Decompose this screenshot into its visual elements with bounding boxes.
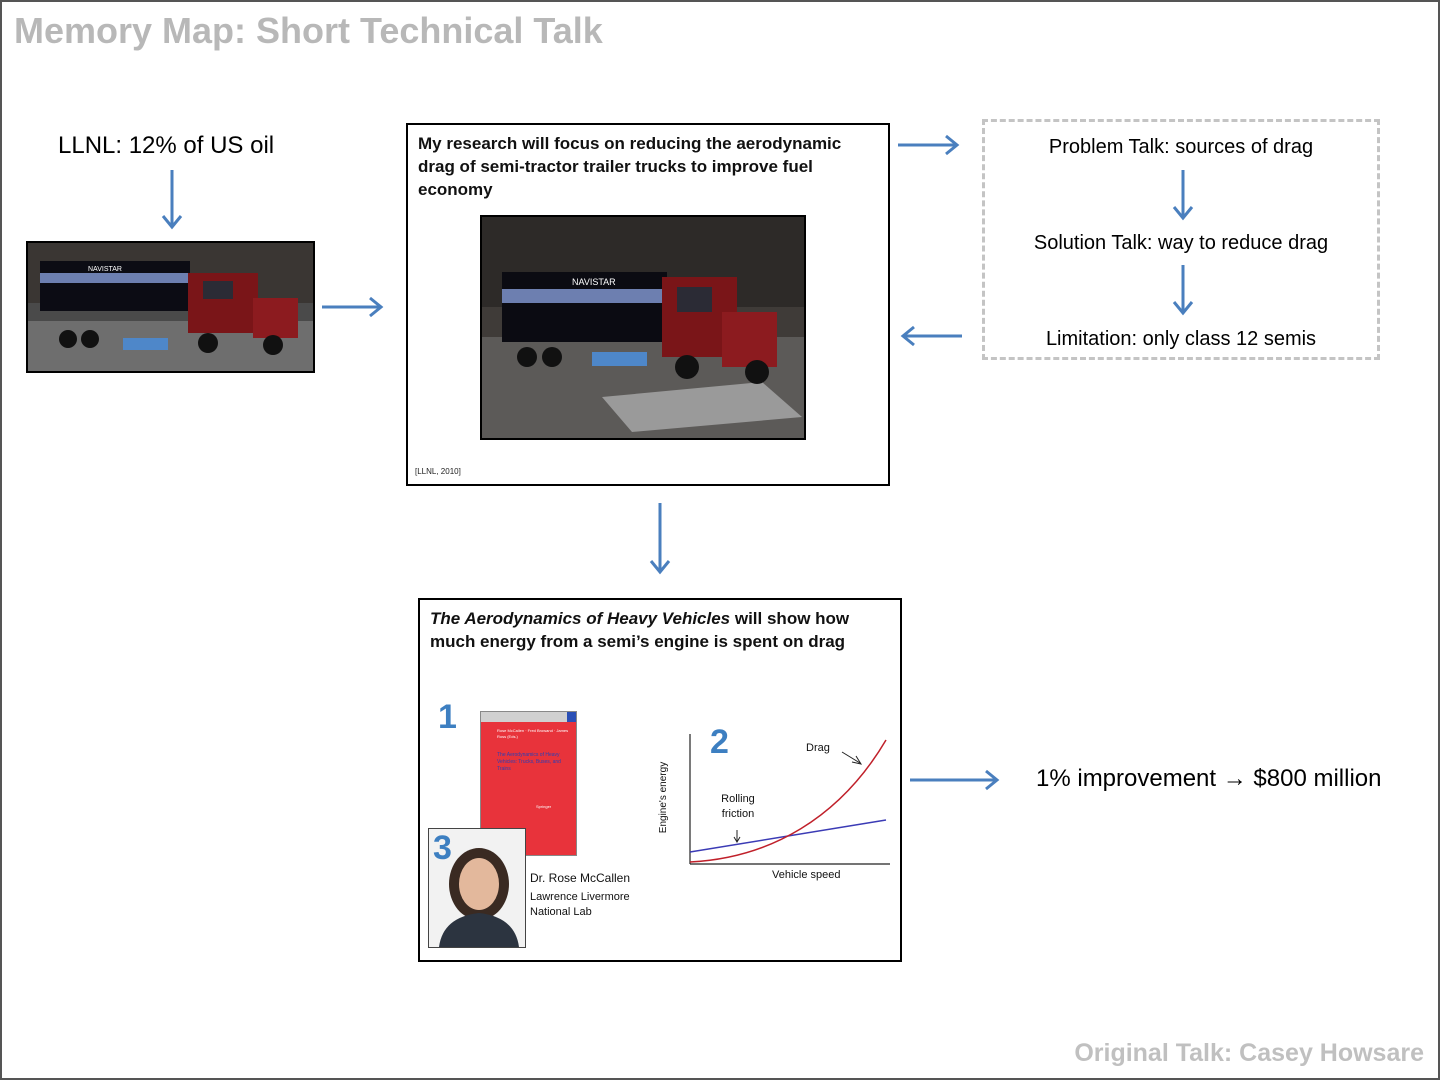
- down-arrow-4: [648, 503, 672, 577]
- truck-photo-left: NAVISTAR: [26, 241, 315, 373]
- book-publisher: Springer: [536, 804, 552, 809]
- number-3: 3: [433, 829, 452, 867]
- page-title: Memory Map: Short Technical Talk: [14, 10, 603, 51]
- number-1: 1: [438, 698, 457, 736]
- portrait-photo: 3: [428, 828, 526, 948]
- citation: [LLNL, 2010]: [415, 467, 461, 476]
- graph-y-label: Engine's energy: [658, 761, 670, 834]
- bottom-slide-text-rest: will show how much energy from a semi’s …: [430, 609, 850, 651]
- truck-photo-center: NAVISTAR: [480, 215, 806, 440]
- problem-talk-step: Problem Talk: sources of drag: [1048, 136, 1314, 158]
- graph-x-label: Vehicle speed: [772, 869, 841, 881]
- person-image: [429, 829, 525, 947]
- right-arrow-3: [910, 768, 1002, 792]
- truck-image-large: NAVISTAR: [482, 217, 804, 438]
- limitation-step: Limitation: only class 12 semis: [1045, 328, 1317, 350]
- down-arrow-1: [160, 170, 184, 232]
- person-org: Lawrence Livermore National Lab: [530, 891, 630, 918]
- right-arrow-2: [898, 133, 962, 157]
- footer-credit: Original Talk: Casey Howsare: [1074, 1039, 1424, 1067]
- center-slide: My research will focus on reducing the a…: [406, 123, 890, 486]
- energy-graph: Drag Rolling friction Vehicle speed Engi…: [658, 728, 896, 903]
- solution-talk-step: Solution Talk: way to reduce drag: [1033, 232, 1329, 254]
- llnl-stat-label: LLNL: 12% of US oil: [58, 132, 275, 159]
- result-label: 1% improvement → $800 million: [1036, 765, 1382, 792]
- graph-rolling-label: Rolling friction: [721, 793, 755, 820]
- talk-structure-box: Problem Talk: sources of drag Solution T…: [982, 119, 1380, 360]
- down-arrow-2: [1171, 170, 1195, 222]
- bottom-slide: The Aerodynamics of Heavy Vehicles will …: [418, 598, 902, 962]
- book-title-cover: The Aerodynamics of Heavy Vehicles: Truc…: [497, 752, 561, 772]
- center-slide-text: My research will focus on reducing the a…: [418, 134, 842, 199]
- person-name: Dr. Rose McCallen: [530, 871, 631, 885]
- left-arrow-1: [898, 324, 962, 348]
- number-2: 2: [710, 723, 729, 761]
- truck-logo-text-center: NAVISTAR: [572, 277, 616, 287]
- bottom-slide-text: The Aerodynamics of Heavy Vehicles will …: [430, 607, 890, 653]
- truck-image: NAVISTAR: [28, 243, 313, 371]
- book-cover: Rose McCallen · Fred Browand · James Ros…: [480, 711, 577, 856]
- graph-drag-label: Drag: [806, 742, 830, 754]
- book-authors: Rose McCallen · Fred Browand · James Ros…: [497, 728, 569, 739]
- book-title-italic: The Aerodynamics of Heavy Vehicles: [430, 609, 731, 628]
- truck-logo-text: NAVISTAR: [88, 266, 122, 273]
- down-arrow-3: [1171, 265, 1195, 317]
- right-arrow-1: [322, 295, 386, 319]
- drag-pointer: [841, 751, 861, 764]
- drag-curve: [689, 739, 887, 863]
